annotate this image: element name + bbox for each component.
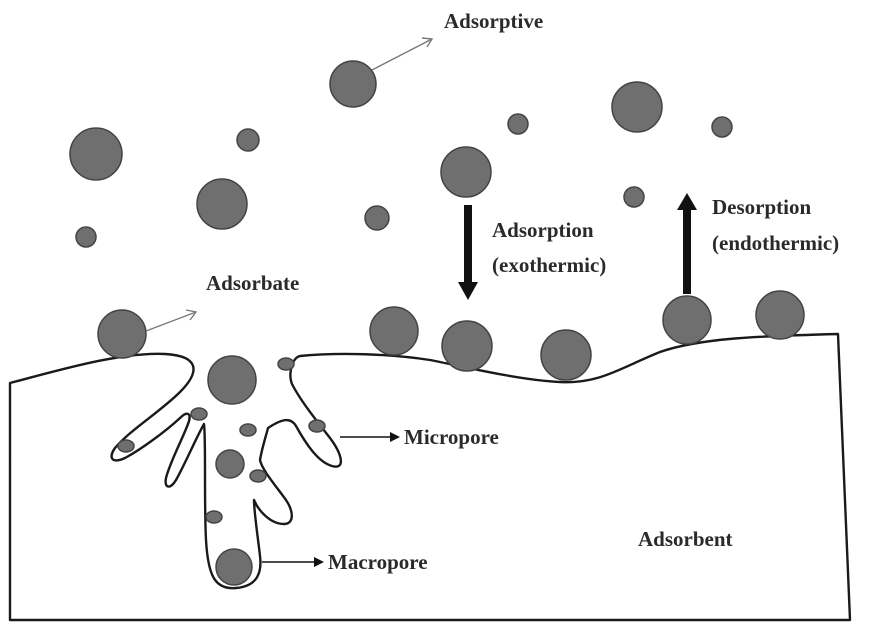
pore-particle-small (278, 358, 294, 370)
gas-particle (508, 114, 528, 134)
adsorptive-label: Adsorptive (444, 9, 543, 33)
desorption-label-line2: (endothermic) (712, 231, 839, 255)
gas-particle (197, 179, 247, 229)
pore-particle-small (250, 470, 266, 482)
adsorbed-particle (756, 291, 804, 339)
gas-particle (441, 147, 491, 197)
micropore-label: Micropore (404, 425, 499, 449)
pore-particle-small (240, 424, 256, 436)
pore-particle-small (191, 408, 207, 420)
adsorptive-particle (330, 61, 376, 107)
adsorbate-label: Adsorbate (206, 271, 299, 295)
pore-particle-small (118, 440, 134, 452)
adsorbent-body (10, 334, 850, 620)
gas-particle (612, 82, 662, 132)
adsorption-label-line1: Adsorption (492, 218, 594, 242)
adsorbate-particle (98, 310, 146, 358)
adsorbed-particle (541, 330, 591, 380)
gas-particle (70, 128, 122, 180)
pore-particle-small (309, 420, 325, 432)
pore-particle-medium (216, 450, 244, 478)
macropore-particle (216, 549, 252, 585)
desorption-arrow (677, 193, 697, 294)
gas-particle (365, 206, 389, 230)
adsorbate-pointer-arrow (146, 310, 196, 331)
gas-particle (712, 117, 732, 137)
desorption-label-line1: Desorption (712, 195, 811, 219)
pore-particle-large (208, 356, 256, 404)
gas-particle (76, 227, 96, 247)
adsorption-label-line2: (exothermic) (492, 253, 606, 277)
adsorbed-particle (370, 307, 418, 355)
gas-particle (237, 129, 259, 151)
adsorption-arrow (458, 205, 478, 300)
adsorptive-pointer-arrow (372, 38, 432, 70)
macropore-label: Macropore (328, 550, 428, 574)
gas-particle (624, 187, 644, 207)
pore-particle-small (206, 511, 222, 523)
desorbing-particle (663, 296, 711, 344)
adsorbent-label: Adsorbent (638, 527, 733, 551)
adsorbed-particle (442, 321, 492, 371)
